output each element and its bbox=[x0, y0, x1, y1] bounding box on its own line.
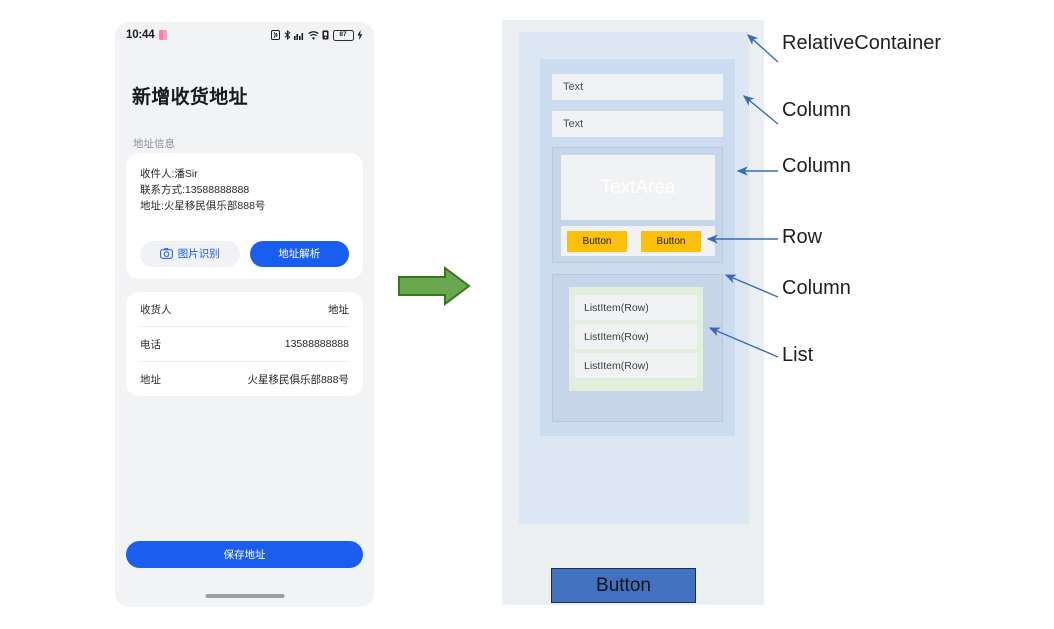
page-title: 新增收货地址 bbox=[132, 87, 248, 108]
annotation-column-2: Column bbox=[782, 155, 851, 177]
row-button-1[interactable]: Button bbox=[567, 230, 627, 252]
notification-chip-icon bbox=[159, 30, 168, 40]
annotation-list: List bbox=[782, 344, 814, 366]
annotation-column-3: Column bbox=[782, 277, 851, 299]
list-item-label: ListItem(Row) bbox=[584, 301, 649, 314]
nfc-icon bbox=[271, 30, 280, 40]
list-block: ListItem(Row) ListItem(Row) ListItem(Row… bbox=[569, 287, 703, 391]
signal-bars-icon bbox=[294, 33, 304, 40]
list-item[interactable]: ListItem(Row) bbox=[575, 295, 697, 320]
row-key: 收货人 bbox=[140, 303, 172, 316]
row-value: 火星移民俱乐部888号 bbox=[247, 373, 349, 386]
inner-column-list-block: ListItem(Row) ListItem(Row) ListItem(Row… bbox=[552, 274, 723, 422]
save-address-label: 保存地址 bbox=[223, 549, 266, 561]
battery-indicator: 87 bbox=[332, 29, 354, 41]
image-recognition-button[interactable]: 图片识别 bbox=[140, 240, 240, 267]
list-item[interactable]: ListItem(Row) bbox=[575, 353, 697, 378]
text-field-1[interactable]: Text bbox=[552, 74, 723, 100]
phone-mockup: 10:44 bbox=[115, 22, 374, 607]
text-field-2[interactable]: Text bbox=[552, 111, 723, 137]
row-key: 地址 bbox=[140, 373, 161, 386]
table-row[interactable]: 电话 13588888888 bbox=[140, 327, 349, 362]
address-parse-label: 地址解析 bbox=[278, 248, 321, 261]
list-item-label: ListItem(Row) bbox=[584, 330, 649, 343]
row-block: Button Button bbox=[561, 226, 715, 256]
charging-bolt-icon bbox=[357, 30, 363, 40]
table-row[interactable]: 地址 火星移民俱乐部888号 bbox=[140, 362, 349, 396]
address-parse-button[interactable]: 地址解析 bbox=[249, 240, 349, 267]
bottom-button-label: Button bbox=[596, 574, 651, 596]
annotation-column-1: Column bbox=[782, 99, 851, 121]
list-item[interactable]: ListItem(Row) bbox=[575, 324, 697, 349]
row-button-1-label: Button bbox=[582, 235, 612, 247]
row-key: 电话 bbox=[140, 338, 161, 351]
row-button-2-label: Button bbox=[656, 235, 686, 247]
textarea-block[interactable]: TextArea bbox=[561, 155, 715, 220]
list-item-label: ListItem(Row) bbox=[584, 359, 649, 372]
text-field-2-label: Text bbox=[563, 118, 584, 130]
text-field-1-label: Text bbox=[563, 81, 584, 93]
image-recognition-label: 图片识别 bbox=[177, 248, 220, 261]
status-bar-right: 87 bbox=[271, 29, 363, 41]
save-address-button[interactable]: 保存地址 bbox=[126, 541, 363, 568]
inner-column-textarea-block: TextArea Button Button bbox=[552, 147, 723, 263]
layout-diagram: Text Text TextArea Button Button bbox=[502, 20, 764, 605]
clock: 10:44 bbox=[126, 29, 155, 41]
section-label: 地址信息 bbox=[133, 138, 175, 150]
camera-icon bbox=[159, 248, 173, 260]
wifi-icon bbox=[307, 30, 319, 39]
table-row[interactable]: 收货人 地址 bbox=[140, 292, 349, 327]
info-card: 收货人 地址 电话 13588888888 地址 火星移民俱乐部888号 bbox=[126, 292, 363, 396]
status-bar-left: 10:44 bbox=[126, 29, 168, 41]
bottom-button[interactable]: Button bbox=[551, 568, 696, 603]
address-card: 收件人:潘Sir 联系方式:13588888888 地址:火星移民俱乐部888号… bbox=[126, 153, 363, 279]
home-indicator bbox=[205, 594, 284, 598]
relative-container-block: Text Text TextArea Button Button bbox=[519, 32, 749, 524]
bluetooth-icon bbox=[284, 30, 290, 40]
row-value: 13588888888 bbox=[284, 338, 349, 350]
annotation-row: Row bbox=[782, 226, 823, 248]
status-bar: 10:44 bbox=[115, 22, 374, 48]
green-transform-arrow bbox=[398, 266, 471, 306]
row-button-2[interactable]: Button bbox=[641, 230, 701, 252]
outer-column-block: Text Text TextArea Button Button bbox=[540, 59, 735, 436]
card-button-row: 图片识别 地址解析 bbox=[140, 240, 349, 267]
row-value: 地址 bbox=[328, 303, 349, 316]
sim-icon bbox=[322, 30, 329, 40]
address-text: 收件人:潘Sir 联系方式:13588888888 地址:火星移民俱乐部888号 bbox=[140, 168, 266, 212]
annotation-relativecontainer: RelativeContainer bbox=[782, 32, 941, 54]
battery-level: 87 bbox=[339, 30, 347, 38]
textarea-label: TextArea bbox=[600, 176, 676, 198]
